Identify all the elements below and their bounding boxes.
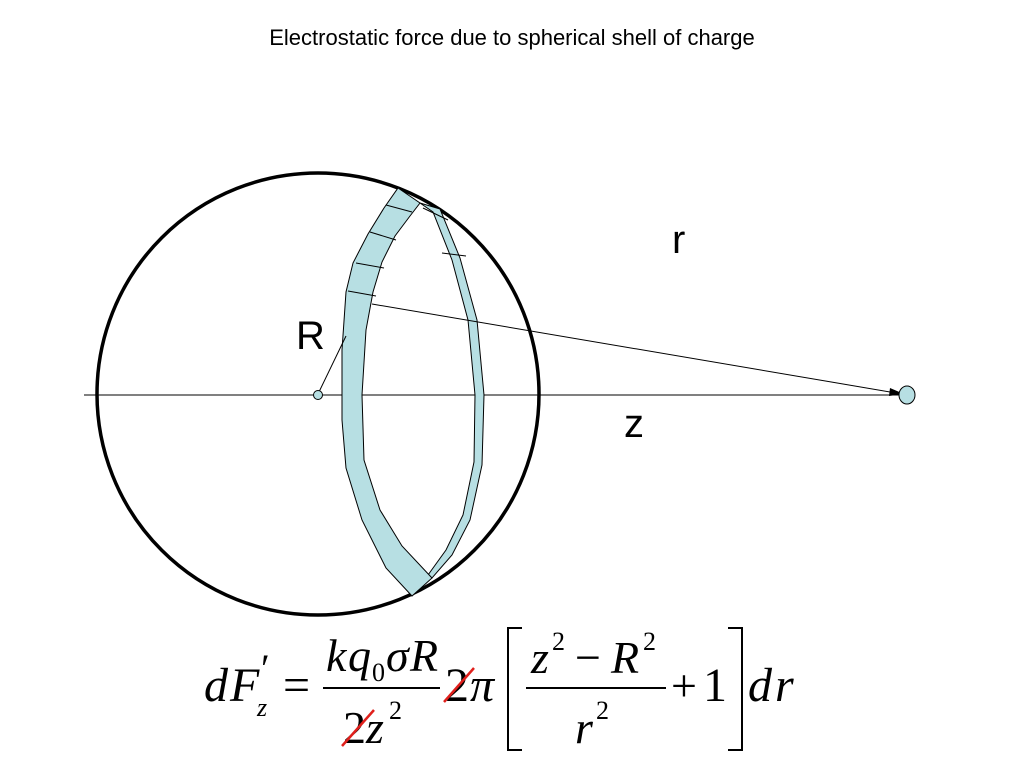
eq-num-k: k — [326, 630, 348, 681]
band-segment — [385, 204, 413, 213]
eq-lhs-F: F — [229, 659, 260, 712]
slide-title: Electrostatic force due to spherical she… — [269, 25, 755, 50]
eq-num-R: R — [409, 630, 438, 681]
shell-center-dot — [313, 390, 323, 400]
eq-inner-r-exp: 2 — [596, 696, 609, 725]
eq-den-exp: 2 — [389, 696, 402, 725]
eq-den-two: 2 — [343, 702, 366, 753]
band-segment — [369, 231, 397, 241]
band-segment — [347, 290, 377, 297]
ring-band-front — [341, 187, 433, 597]
eq-num-q-sub: 0 — [372, 658, 385, 687]
band-segment — [422, 207, 449, 221]
force-equation: d F ′ z = k q 0 σ R 2 z 2 2 π z 2 − R 2 … — [204, 627, 794, 753]
eq-num-sigma: σ — [386, 630, 411, 681]
eq-inner-R-exp: 2 — [643, 627, 656, 656]
radius-line — [317, 335, 347, 395]
eq-inner-r: r — [575, 702, 594, 753]
r-line — [371, 303, 903, 395]
label-z: z — [624, 402, 644, 446]
band-segment — [441, 252, 467, 257]
eq-inner-R: R — [610, 632, 639, 683]
eq-left-bracket — [507, 627, 522, 751]
eq-num-q: q — [348, 630, 371, 681]
ring-band-back — [419, 202, 485, 579]
eq-inner-z-exp: 2 — [552, 627, 565, 656]
eq-lhs-sub-z: z — [256, 693, 267, 722]
eq-strike-den-two — [341, 709, 375, 747]
eq-strike-factor-two — [443, 667, 475, 703]
eq-d: d — [748, 659, 773, 712]
eq-plus: + — [671, 660, 697, 711]
eq-r: r — [775, 659, 794, 712]
label-R: R — [296, 314, 325, 358]
eq-inner-minus: − — [575, 632, 601, 683]
eq-den-z: z — [365, 702, 384, 753]
band-segment — [355, 262, 385, 269]
eq-one: 1 — [703, 659, 727, 712]
eq-lhs-d: d — [204, 659, 229, 712]
eq-right-bracket — [728, 627, 743, 751]
eq-factor-pi: π — [470, 659, 496, 712]
eq-inner-z: z — [530, 632, 549, 683]
label-r: r — [672, 218, 685, 262]
eq-lhs-prime: ′ — [261, 646, 270, 691]
spherical-shell — [95, 171, 541, 617]
point-charge — [898, 385, 916, 405]
eq-equals: = — [283, 659, 310, 712]
